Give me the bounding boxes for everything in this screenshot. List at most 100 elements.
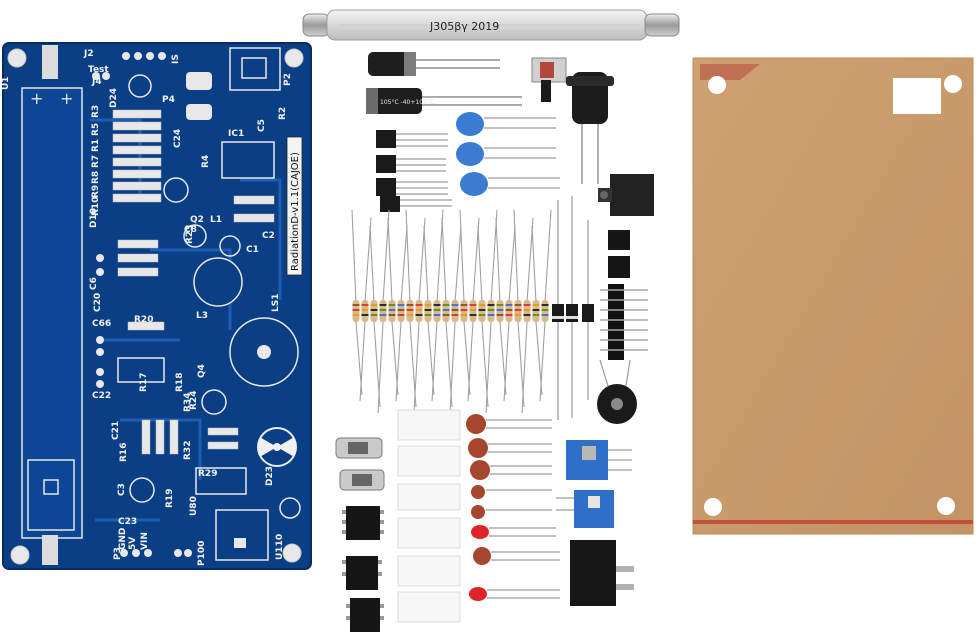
resistor-band [406,304,414,306]
resistor-band [352,304,360,306]
pcb-label: C23 [118,517,137,527]
resistor-band [415,314,423,316]
resistor-band [451,304,459,306]
resistor-band [379,304,387,306]
resistor-band [442,304,450,306]
resistor-band [478,304,486,306]
pcb-label: P2 [283,73,293,86]
jumper-cap [608,256,630,278]
tube-clips [335,437,385,491]
resistor-band [370,314,378,316]
resistor-band [388,309,396,311]
pcb-title: RadiationD-v1.1(CAJOE) [290,152,301,271]
pcb-label: P3 [113,547,123,560]
resistor-band [460,304,468,306]
components-area: 105°C -40+105°C [335,52,654,632]
resistor-band [487,304,495,306]
geiger-muller-tube: J305βγ 2019 [302,9,680,41]
resistor-lead [503,225,516,402]
resistor-band [388,304,396,306]
resistor-band [361,304,369,306]
resistor-band [388,314,396,316]
resistor-lead [395,225,408,402]
resistor-band [541,309,549,311]
resistor-band [433,314,441,316]
resistor-lead [449,225,462,414]
resistor-band [352,309,360,311]
resistor-band [406,314,414,316]
pcb-label: R4 [201,155,211,168]
pcb-label: LS1 [271,294,281,312]
transistors [376,130,452,212]
resistor-band [406,309,414,311]
pcb-label: C2 [262,231,275,241]
pcb-label: R3 [91,105,101,118]
pcb-label: R19 [165,489,175,508]
resistor-band [397,304,405,306]
pcb-label: R8 [91,171,101,184]
pcb-label: R29 [198,469,217,479]
pcb-label: C6 [89,277,99,290]
pcb-label: C1 [246,245,259,255]
resistor-band [451,314,459,316]
capacitor-marking: 105°C -40+105°C [380,99,434,106]
pcb-board: + + [1,42,312,570]
resistor-band [496,304,504,306]
resistor-band [514,309,522,311]
pcb-silkscreen-labels: U1J2TestJ4P4ISIC1P2R2C5C24R4D24R3R5R1R7R… [1,49,293,566]
pcb-label: IC1 [228,129,244,139]
buzzer [597,359,637,424]
resistor-band [379,314,387,316]
resistor-band [523,304,531,306]
pcb-label: U80 [189,496,199,516]
pcb-label: Q4 [197,364,207,378]
pcb-label: Q2 [190,215,204,225]
resistor-band [541,314,549,316]
ceramic-capacitors-blue [456,112,560,196]
pcb-label: U110 [275,534,285,560]
electrolytic-capacitor-large [368,52,500,76]
pcb-label: C66 [92,319,111,329]
resistor-band [532,314,540,316]
pcb-label: VIN [140,532,150,550]
pcb-label: P100 [197,541,207,566]
resistor-band [532,309,540,311]
pcb-label: C8 [184,225,197,235]
resistor-band [469,314,477,316]
resistor-band [478,309,486,311]
resistor-band [505,309,513,311]
resistor-band [487,314,495,316]
trimmer-potentiometers [556,440,632,528]
svg-text:+: + [30,89,43,108]
pcb-label: R2 [278,107,288,120]
pcb-label: R5 [91,123,101,136]
pcb-label: D24 [109,88,119,108]
pcb-label: R34 [183,393,193,412]
pcb-label: R17 [139,373,149,392]
pcb-label: L3 [196,311,208,321]
resistor-band [514,314,522,316]
resistor-band [433,304,441,306]
resistor-band [523,309,531,311]
pcb-label: C21 [111,421,121,440]
resistor-band [379,309,387,311]
pcb-label: L1 [210,215,222,225]
pcb-label: J4 [91,77,102,87]
pcb-label: C20 [93,293,103,312]
pcb-label: R10 [91,197,101,216]
resistor-band [442,309,450,311]
inductor [566,72,614,184]
pcb-label: IS [171,54,181,64]
pcb-label: Test [88,65,109,75]
jumper-cap [608,230,630,250]
resistor-band [433,309,441,311]
pin-header [600,284,648,360]
resistor-band [496,309,504,311]
resistor-band [352,314,360,316]
resistor-band [397,309,405,311]
resistor-band [514,304,522,306]
tube-marking: J305βγ 2019 [429,20,499,33]
radiation-symbol-icon [257,427,297,467]
resistor-band [415,304,423,306]
